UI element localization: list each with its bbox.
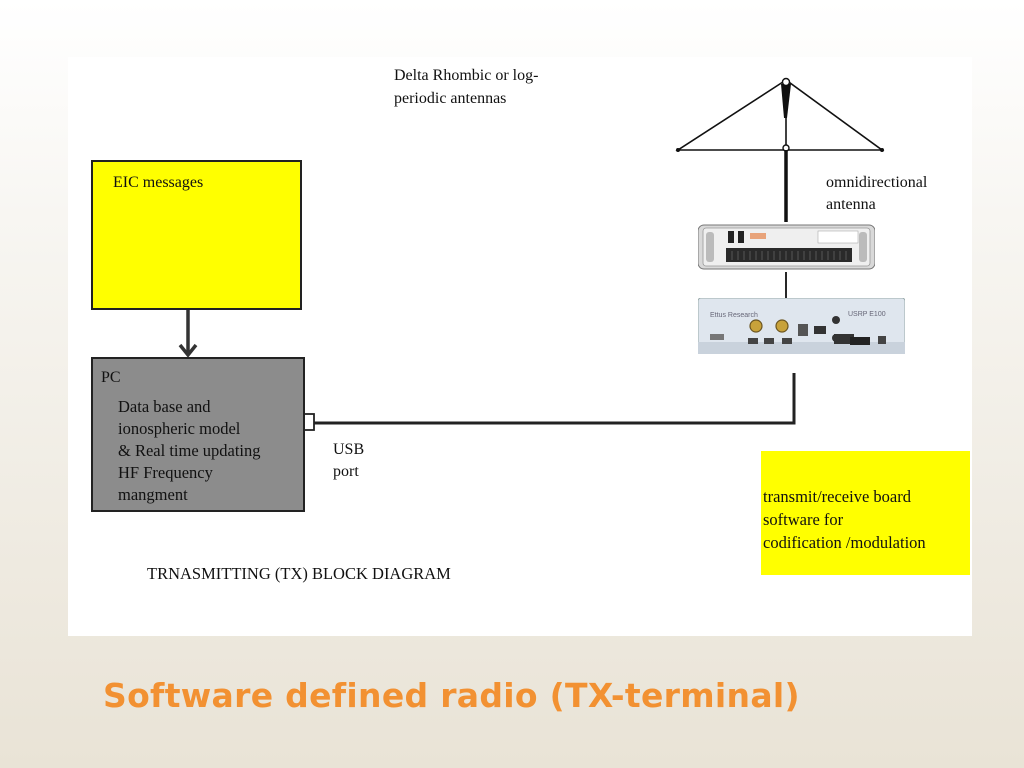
usrp-model-text: USRP E100	[848, 311, 886, 318]
slide-title: Software defined radio (TX-terminal)	[103, 676, 800, 715]
delta-antenna-icon	[675, 77, 885, 152]
pc-title: PC	[101, 369, 121, 386]
usrp-brand-text: Ettus Research	[710, 312, 758, 319]
usb-port-label: USB port	[333, 441, 365, 480]
rack-radio-image	[697, 222, 876, 272]
board-label: transmit/receive board software for codi…	[763, 487, 926, 552]
omni-antenna-label: omnidirectional antenna	[826, 174, 928, 213]
board-box: transmit/receive board software for codi…	[761, 451, 970, 575]
pc-box: PC Data base and ionospheric model & Rea…	[91, 357, 305, 512]
pc-description: Data base and ionospheric model & Real t…	[118, 397, 261, 504]
eic-to-pc-arrow	[178, 310, 198, 358]
eic-messages-box: EIC messages	[91, 160, 302, 310]
usrp-device-image: Ettus Research USRP E100	[697, 297, 906, 355]
usb-cable	[303, 373, 796, 431]
diagram-caption: TRNASMITTING (TX) BLOCK DIAGRAM	[147, 564, 451, 583]
eic-messages-label: EIC messages	[113, 174, 204, 191]
antenna-label: Delta Rhombic or log- periodic antennas	[394, 67, 539, 107]
